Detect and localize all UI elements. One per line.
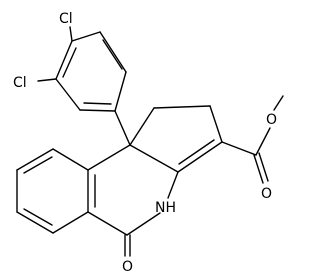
- bond-benzo-c2-c3: [52, 211, 89, 234]
- bond-c3-ester-carbon: [221, 141, 257, 156]
- atom-labels: Cl Cl O O NH O: [13, 11, 277, 273]
- atom-amide-nh: NH: [155, 200, 176, 216]
- atom-amide-o: O: [122, 259, 133, 273]
- bond-c3-c3a-inner: [178, 139, 215, 165]
- bond-phenyl-c6-c1: [55, 40, 73, 80]
- bond-ch2-a-ch2-b: [153, 105, 211, 109]
- bond-benzo-c5-c6-inner: [23, 156, 53, 174]
- bond-quaternary-ch2-a: [129, 107, 155, 146]
- bond-quaternary-arene: [87, 144, 131, 171]
- bond-ester-carbon-o-double-b: [258, 152, 269, 182]
- bond-o-methyl: [273, 95, 284, 111]
- atom-ester-o-double: O: [261, 186, 272, 202]
- bond-ester-carbon-o-double-a: [253, 154, 264, 184]
- atom-ester-o-single: O: [266, 112, 277, 128]
- atom-cl-upper: Cl: [59, 11, 73, 27]
- bond-benzo-c6-c1: [52, 148, 89, 171]
- bond-lines: [16, 26, 284, 257]
- bond-phenyl-c6-c1-inner: [62, 47, 77, 78]
- bond-benzo-c5-c6: [16, 148, 54, 171]
- bond-carbonyl-arene: [87, 211, 128, 236]
- bond-phenyl-c4-c5-inner: [83, 102, 112, 105]
- bond-ester-carbon-o-single: [255, 127, 271, 156]
- molecule-structure: Cl Cl O O NH O: [13, 11, 284, 273]
- bond-ch2-b-c3: [209, 105, 223, 143]
- bond-c3a-n: [167, 171, 179, 199]
- bond-phenyl-c2-c3: [99, 31, 127, 73]
- bond-phenyl-c3-c2-inner: [102, 39, 123, 70]
- bond-phenyl-c1-c2: [71, 31, 101, 42]
- bond-benzo-c3-c4: [16, 211, 54, 234]
- bond-c3a-quaternary: [129, 144, 179, 173]
- bond-phenyl-c4-c5: [79, 109, 116, 112]
- bond-phenyl-quaternary: [114, 110, 131, 146]
- bond-c-cl-upper: [69, 26, 73, 42]
- bond-c3-c3a: [177, 141, 223, 173]
- bond-phenyl-c5-c6: [55, 78, 81, 111]
- bond-c-cl-lower: [37, 78, 57, 82]
- bond-phenyl-c3-c4: [114, 71, 127, 112]
- bond-n-carbonyl: [126, 212, 161, 236]
- bond-benzo-c3-c4-inner: [23, 208, 53, 226]
- atom-cl-lower: Cl: [13, 75, 27, 91]
